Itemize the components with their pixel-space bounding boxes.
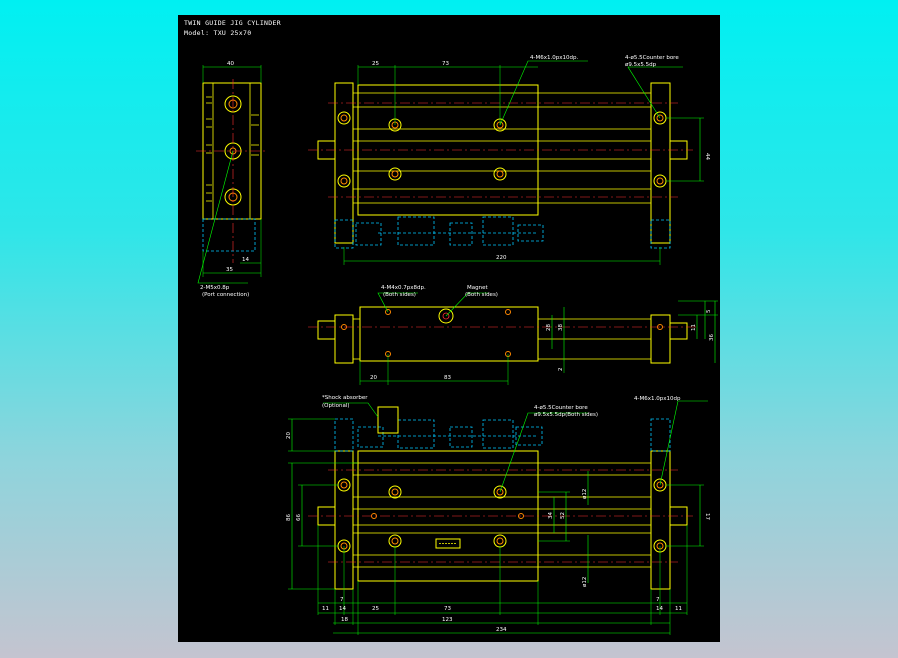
top-callout-cb2: ø9.5x5.5dp [625,62,657,68]
bottom-dim-11b: 11 [675,606,682,612]
bottom-view [288,400,708,635]
bottom-dim-17: 17 [704,513,710,520]
bottom-dim-234: 234 [496,627,507,633]
bottom-dim-phi12-a: ø12 [582,489,588,499]
magnet-sub: (Both sides) [465,292,498,298]
bottom-dim-86: 86 [286,514,292,521]
mid-dim-28: 28 [546,324,552,331]
mid-dim-5: 5 [706,309,712,313]
port-callout-sub: (Port connection) [202,292,249,298]
mid-dim-20: 20 [370,375,377,381]
model-label: Model: TXU 25x70 [184,29,252,37]
bottom-callout-cb2: ø9.5x5.5dp(Both sides) [534,412,598,418]
mid-dim-38: 38 [558,324,564,331]
bottom-dim-11a: 11 [322,606,329,612]
top-callout-m6: 4-M6x1.0px10dp. [530,55,578,61]
drawing-sheet: TWIN GUIDE JIG CYLINDER Model: TXU 25x70 [178,15,720,642]
drawing-title: TWIN GUIDE JIG CYLINDER [184,19,281,27]
side-dim-top: 40 [227,61,234,67]
shock-absorber-label: *Shock absorber [322,395,368,401]
bottom-dim-phi12-b: ø12 [582,577,588,587]
port-callout: 2-M5x0.8p [200,285,230,291]
bottom-dim-14b: 14 [656,606,663,612]
bottom-callout-m6: 4-M6x1.0px10dp [634,396,681,402]
top-dim-25: 25 [372,61,379,67]
mid-callout-m4: 4-M4x0.7px8dp. [381,285,426,291]
mid-dim-83: 83 [444,375,451,381]
bottom-callout-cb1: 4-ø5.5Counter bore [534,405,588,411]
bottom-dim-66: 66 [296,514,302,521]
mid-dim-36: 36 [709,334,715,341]
bottom-dim-7a: 7 [340,597,344,603]
side-view [196,65,268,284]
bottom-dim-14a: 14 [339,606,346,612]
top-dim-44: 44 [704,153,710,160]
bottom-dim-52: 52 [560,512,566,519]
bottom-dim-34: 34 [548,512,554,519]
mid-dim-2: 2 [558,368,564,372]
bottom-dim-7b: 7 [656,597,660,603]
cad-drawing: 40 14 35 2-M5x0.8p (Port connection) [196,55,718,635]
top-dim-220: 220 [496,255,507,261]
side-dim-35: 35 [226,267,233,273]
bottom-dim-20: 20 [286,432,292,439]
bottom-dim-25: 25 [372,606,379,612]
bottom-dim-18: 18 [341,617,348,623]
mid-dim-11: 11 [691,324,697,331]
bottom-dim-73: 73 [444,606,451,612]
bottom-dim-123: 123 [442,617,453,623]
magnet-label: Magnet [467,285,488,291]
middle-view [308,292,718,385]
shock-absorber-sub: (Optional) [322,403,350,409]
top-callout-cb1: 4-ø5.5Counter bore [625,55,679,61]
mid-callout-m4-sub: (Both sides) [383,292,416,298]
top-view [308,60,704,265]
side-dim-14: 14 [242,257,249,263]
top-dim-73: 73 [442,61,449,67]
